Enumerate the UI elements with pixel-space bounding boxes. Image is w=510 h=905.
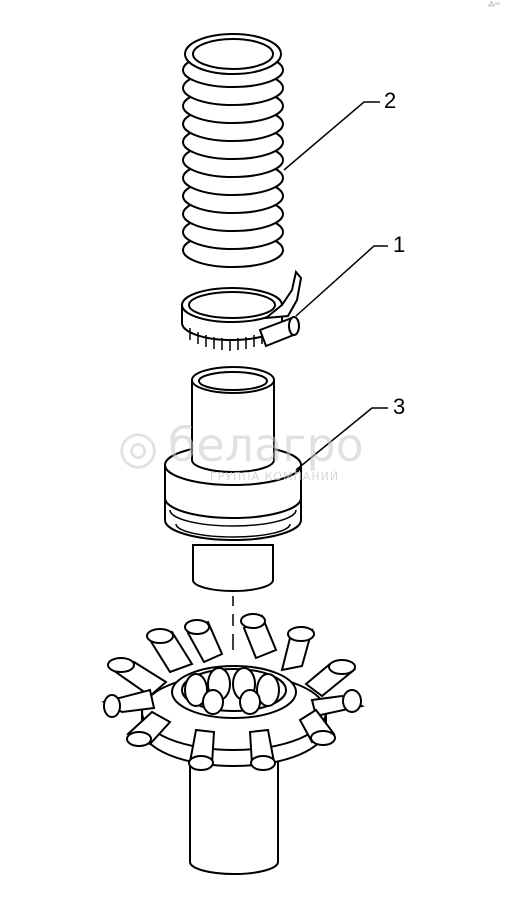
part-2-corrugated-hose: [182, 33, 284, 268]
leader-line-2: [283, 101, 380, 171]
leader-line-1: [295, 245, 388, 317]
callout-label-2: 2: [384, 88, 397, 113]
leader-line-3: [295, 407, 388, 471]
watermark-brand: белагро: [168, 418, 364, 472]
watermark-logo-mark: ◎: [118, 420, 159, 474]
callout-label-1: 1: [393, 232, 406, 257]
watermark-tagline: ГРУППА КОМПАНИЙ: [210, 470, 340, 483]
part-distributor-housing: [101, 613, 365, 875]
part-1-hose-clamp: [181, 269, 303, 351]
part-3-flanged-fitting: [164, 366, 302, 592]
callout-label-3: 3: [393, 394, 406, 419]
corner-mark: ⁂ᵃˢ: [488, 1, 501, 9]
